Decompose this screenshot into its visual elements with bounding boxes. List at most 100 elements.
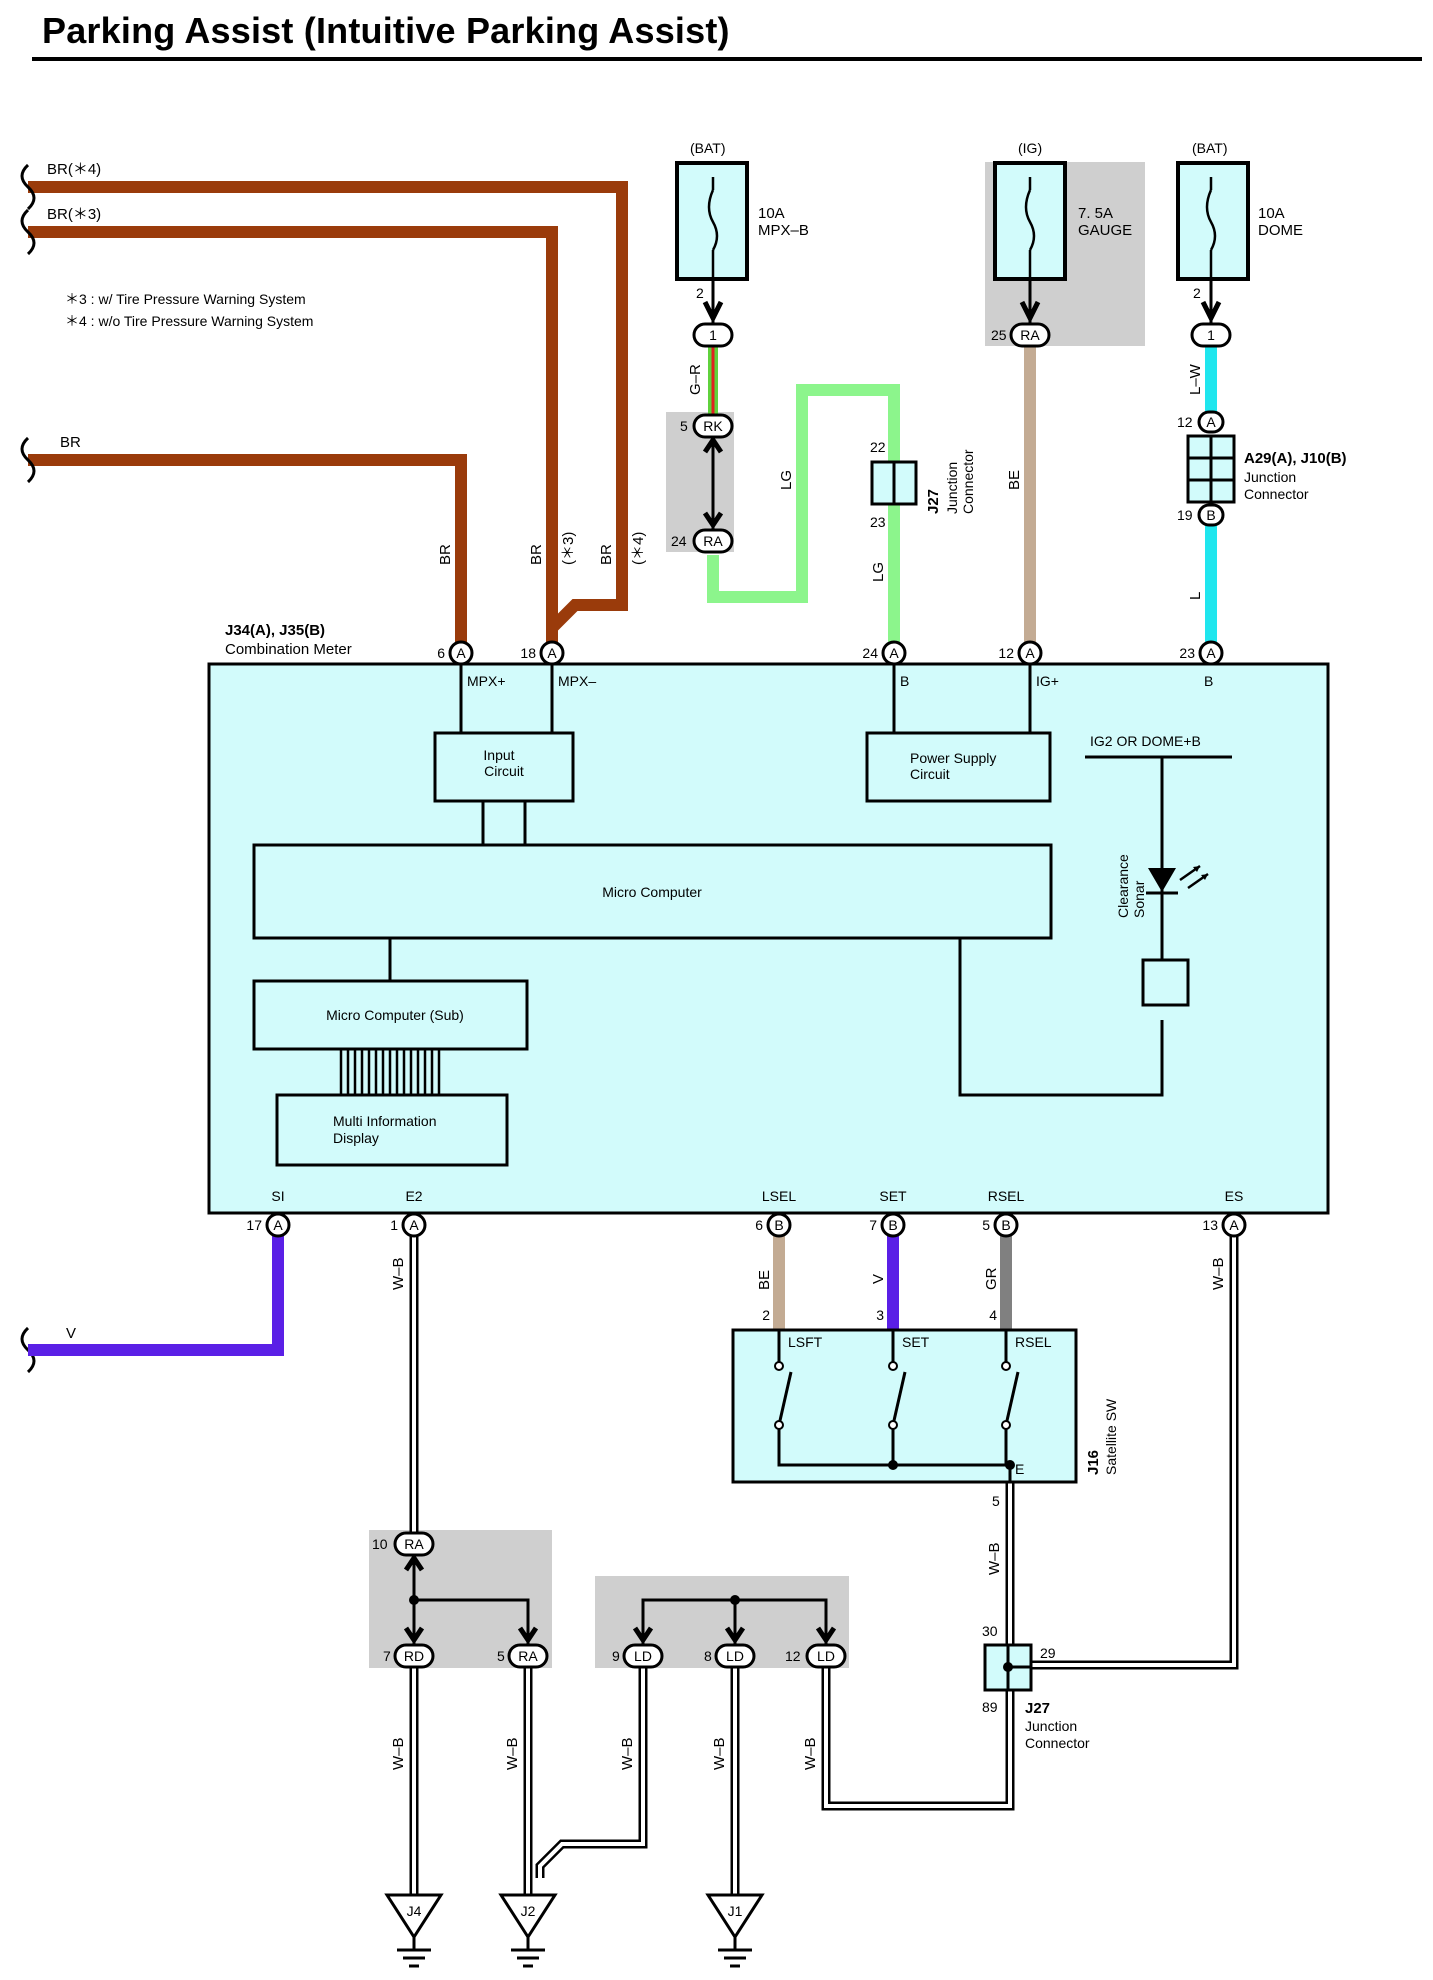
- rk-ra-splice: RK RA: [692, 413, 734, 554]
- svg-text:1: 1: [390, 1217, 398, 1233]
- svg-text:A: A: [1206, 414, 1216, 430]
- svg-text:10A: 10A: [1258, 205, 1285, 222]
- svg-text:W–B: W–B: [711, 1737, 728, 1770]
- svg-text:Multi Information: Multi Information: [333, 1113, 436, 1129]
- wb-labels: W–B W–B W–B W–B W–B W–B W–B W–B: [390, 1257, 1227, 1770]
- clearance-sonar-indicator: Clearance Sonar: [1115, 854, 1209, 1007]
- svg-text:B: B: [774, 1217, 783, 1233]
- micro-computer-sub: Micro Computer (Sub): [252, 979, 529, 1051]
- svg-text:4: 4: [989, 1307, 997, 1323]
- svg-text:A: A: [456, 645, 466, 661]
- wire-label-star3: (＊3): [560, 532, 577, 565]
- svg-text:W–B: W–B: [390, 1737, 407, 1770]
- svg-text:A: A: [273, 1217, 283, 1233]
- pill-connectors-top: 1 RA 1: [692, 322, 1232, 348]
- svg-text:23: 23: [1179, 645, 1195, 661]
- svg-text:J27: J27: [925, 489, 942, 514]
- svg-text:Junction: Junction: [1244, 469, 1296, 485]
- svg-text:22: 22: [870, 439, 886, 455]
- wire-label-be: BE: [1006, 470, 1023, 490]
- j27-top: 22 23 J27 Junction Connector: [870, 439, 976, 530]
- wire-label-v: V: [66, 1325, 76, 1342]
- svg-text:W–B: W–B: [390, 1257, 407, 1290]
- pin-5-rk: 5: [680, 418, 688, 434]
- svg-text:RD: RD: [404, 1648, 424, 1664]
- svg-text:RK: RK: [703, 418, 723, 434]
- fuse-dome: (BAT) 10A DOME: [1176, 140, 1303, 281]
- svg-text:12: 12: [998, 645, 1014, 661]
- pin-2-dome: 2: [1193, 285, 1201, 301]
- svg-text:RA: RA: [1020, 327, 1040, 343]
- j27-bottom: 30 29 89 J27 Junction Connector: [982, 1623, 1090, 1751]
- svg-text:3: 3: [876, 1307, 884, 1323]
- svg-text:Sonar: Sonar: [1131, 880, 1147, 918]
- pin-25: 25: [991, 327, 1007, 343]
- svg-text:J1: J1: [728, 1903, 743, 1919]
- svg-text:W–B: W–B: [504, 1737, 521, 1770]
- wire-label-br4: BR(＊4): [47, 161, 101, 178]
- svg-text:W–B: W–B: [986, 1542, 1003, 1575]
- pin-24-ra: 24: [671, 533, 687, 549]
- a29-junction: A B 12 19 A29(A), J10(B) Junction Connec…: [1177, 410, 1347, 527]
- svg-text:Micro Computer: Micro Computer: [602, 884, 702, 900]
- svg-text:A: A: [889, 645, 899, 661]
- svg-text:RA: RA: [703, 533, 723, 549]
- fuse-drops: [702, 279, 1222, 325]
- svg-text:5: 5: [992, 1493, 1000, 1509]
- shaded-regions: [369, 162, 1145, 1668]
- vertical-wire-labels: BR BR (＊3) BR (＊4): [437, 532, 647, 565]
- svg-text:2: 2: [762, 1307, 770, 1323]
- svg-text:IG+: IG+: [1036, 673, 1059, 689]
- fuse-gauge: (IG) 7. 5A GAUGE: [993, 140, 1132, 281]
- svg-text:W–B: W–B: [802, 1737, 819, 1770]
- svg-text:E: E: [1015, 1461, 1024, 1477]
- svg-text:10: 10: [372, 1536, 388, 1552]
- multi-information-display: Multi Information Display: [275, 1093, 509, 1167]
- svg-text:Input: Input: [483, 747, 514, 763]
- svg-text:6: 6: [755, 1217, 763, 1233]
- svg-text:V: V: [870, 1274, 887, 1284]
- note-3: ＊3 : w/ Tire Pressure Warning System: [65, 291, 306, 307]
- meter-id: J34(A), J35(B): [225, 622, 325, 639]
- svg-text:5: 5: [497, 1648, 505, 1664]
- svg-text:W–B: W–B: [1210, 1257, 1227, 1290]
- svg-text:Clearance: Clearance: [1115, 854, 1131, 918]
- svg-text:Micro Computer (Sub): Micro Computer (Sub): [326, 1007, 464, 1023]
- svg-text:6: 6: [437, 645, 445, 661]
- meter-bottom-terminals: A A B B B A 17 1 6 7 5 13: [246, 1212, 1247, 1238]
- svg-text:12: 12: [1177, 414, 1193, 430]
- svg-text:LD: LD: [817, 1648, 835, 1664]
- svg-text:GR: GR: [983, 1267, 1000, 1290]
- bottom-wire-labels: BE V GR: [756, 1267, 1000, 1290]
- svg-text:B: B: [888, 1217, 897, 1233]
- svg-text:7: 7: [869, 1217, 877, 1233]
- meter-internal-wiring: [388, 664, 1232, 1097]
- svg-text:J27: J27: [1025, 1700, 1050, 1717]
- svg-text:1: 1: [709, 327, 717, 343]
- svg-text:9: 9: [612, 1648, 620, 1664]
- svg-text:Circuit: Circuit: [484, 763, 524, 779]
- micro-computer: Micro Computer: [252, 843, 1053, 940]
- svg-text:7: 7: [383, 1648, 391, 1664]
- wire-label-lw: L–W: [1187, 363, 1204, 395]
- pin-2-mpx: 2: [696, 285, 704, 301]
- svg-text:RA: RA: [518, 1648, 538, 1664]
- svg-text:E2: E2: [405, 1188, 422, 1204]
- svg-text:24: 24: [862, 645, 878, 661]
- svg-text:17: 17: [246, 1217, 262, 1233]
- svg-text:SET: SET: [879, 1188, 907, 1204]
- wire-label-br: BR: [60, 434, 81, 451]
- wire-label-lg-b: LG: [870, 562, 887, 582]
- svg-text:A: A: [547, 645, 557, 661]
- meter-top-pin-labels: MPX+ MPX– B IG+ B IG2 OR DOME+B: [467, 673, 1213, 749]
- lg-wire: [707, 384, 900, 642]
- svg-text:Junction: Junction: [1025, 1718, 1077, 1734]
- svg-text:7. 5A: 7. 5A: [1078, 205, 1113, 222]
- svg-text:J16: J16: [1085, 1450, 1102, 1475]
- wire-label-br-a: BR: [437, 544, 454, 565]
- svg-text:Connector: Connector: [1025, 1735, 1090, 1751]
- svg-text:Junction: Junction: [944, 462, 960, 514]
- svg-text:A: A: [1229, 1217, 1239, 1233]
- svg-text:B: B: [1204, 673, 1213, 689]
